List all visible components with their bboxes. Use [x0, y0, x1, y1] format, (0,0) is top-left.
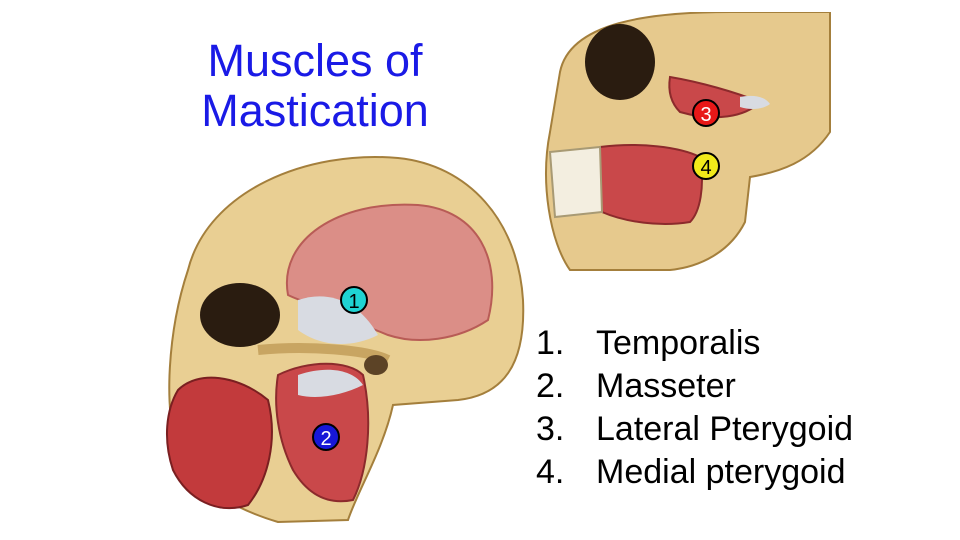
label-badge-2: 2	[312, 423, 340, 451]
orbit	[200, 283, 280, 347]
list-item-label: Lateral Pterygoid	[596, 410, 854, 448]
ear-canal	[364, 355, 388, 375]
lateral-pterygoid-tendon	[740, 95, 770, 109]
lateral-pterygoid-muscle	[668, 75, 762, 119]
skull-lateral-illustration	[165, 156, 525, 524]
title-line-2: Mastication	[201, 85, 429, 136]
list-item-label: Medial pterygoid	[596, 453, 846, 491]
label-badge-1: 1	[340, 286, 368, 314]
list-item-number: 1.	[536, 324, 565, 362]
facial-muscles	[165, 376, 273, 510]
muscle-list: 1. Temporalis 2. Masseter 3. Lateral Pte…	[536, 322, 853, 494]
label-badge-3-text: 3	[700, 104, 712, 126]
skull-deep-illustration	[545, 12, 832, 274]
list-item: 3. Lateral Pterygoid	[536, 408, 853, 451]
title-line-1: Muscles of	[207, 35, 423, 86]
list-item-label: Masseter	[596, 367, 736, 405]
orbit-deep	[585, 24, 655, 100]
label-badge-4-text: 4	[700, 157, 712, 179]
list-item: 2. Masseter	[536, 365, 853, 408]
list-item-number: 3.	[536, 410, 565, 448]
teeth	[548, 145, 604, 219]
medial-pterygoid-muscle	[597, 144, 703, 225]
list-item-number: 2.	[536, 367, 565, 405]
list-item: 1. Temporalis	[536, 322, 853, 365]
list-item-label: Temporalis	[596, 324, 761, 362]
label-badge-3: 3	[692, 99, 720, 127]
label-badge-4: 4	[692, 152, 720, 180]
list-item: 4. Medial pterygoid	[536, 451, 853, 494]
label-badge-2-text: 2	[320, 428, 332, 450]
slide-title: Muscles of Mastication	[180, 36, 450, 136]
list-item-number: 4.	[536, 453, 565, 491]
label-badge-1-text: 1	[348, 291, 360, 313]
masseter-tendon	[298, 369, 363, 397]
temporalis-tendon	[298, 296, 378, 345]
